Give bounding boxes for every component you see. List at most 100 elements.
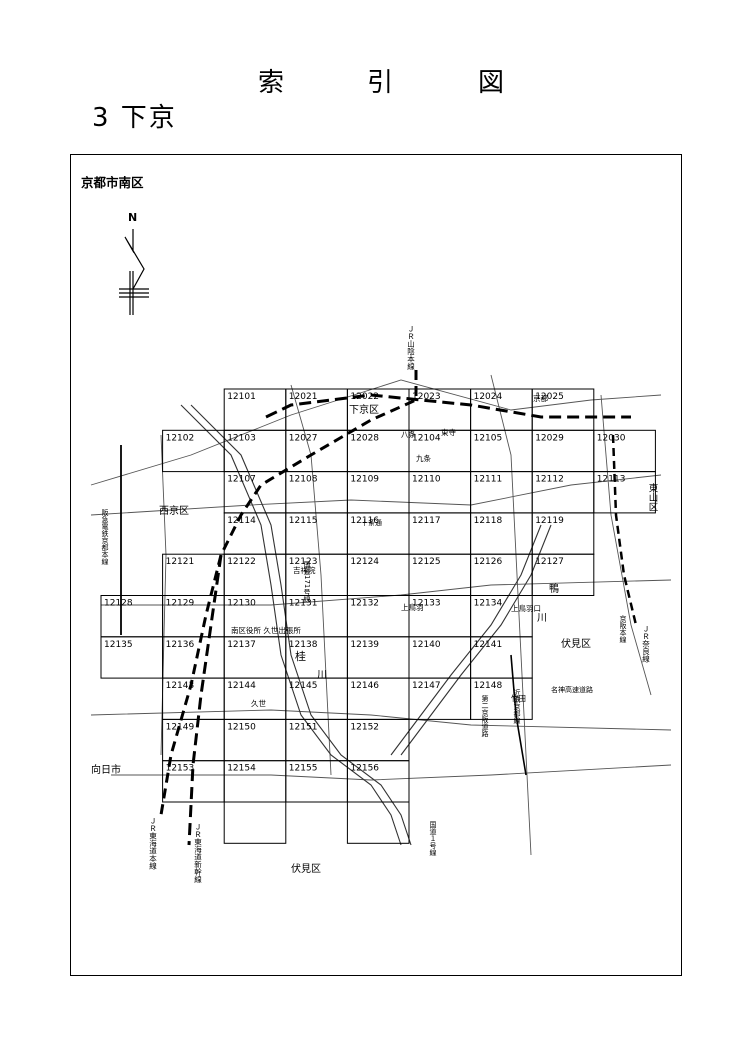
grid-tile-label: 12149	[166, 722, 195, 732]
grid-tile-label: 12107	[227, 475, 256, 485]
grid-tile-label: 12123	[289, 557, 318, 567]
grid-tile-label: 12126	[474, 557, 503, 567]
grid-tile-label: 12133	[412, 599, 441, 609]
grid-tile	[346, 801, 410, 844]
grid-tile-label: 12122	[227, 557, 256, 567]
grid-tile-label: 12150	[227, 722, 256, 732]
road-label-r1: 国道１号線	[429, 821, 437, 856]
grid-tile-label: 12132	[350, 599, 379, 609]
grid-tile-label: 12119	[535, 516, 564, 526]
grid-tile-label: 12023	[412, 392, 441, 402]
north-arrow-icon	[119, 229, 149, 315]
district-label-fushimi: 伏見区	[561, 637, 591, 650]
rail-label-nara: ＪＲ奈良線	[641, 625, 650, 663]
grid-tile-label: 12025	[535, 392, 564, 402]
district-label-shimogyo: 下京区	[349, 403, 379, 416]
place-label-katsura: 桂	[295, 649, 306, 663]
place-label-hachijo: 八条	[401, 429, 416, 439]
rail-label-sanin: ＪＲ山陰本線	[406, 325, 415, 370]
grid-tile-label: 12147	[412, 681, 441, 691]
grid-tile-label: 12144	[227, 681, 256, 691]
grid-tile-label: 12151	[289, 722, 318, 732]
place-label-ward-office: 南区役所 久世出張所	[231, 625, 301, 635]
place-label-kuze: 久世	[251, 698, 266, 708]
road-label-keihan-road: 第二京阪道路	[481, 694, 489, 738]
grid-tile-label: 12129	[166, 599, 195, 609]
grid-tile-label: 12140	[412, 640, 441, 650]
grid-tile	[593, 471, 656, 514]
grid-tile-label: 12028	[350, 433, 379, 443]
rail-label-tokaido: ＪＲ東海道本線	[148, 817, 157, 870]
region-label: 京都市南区	[81, 175, 144, 190]
place-label-kamitobaguchi: 上鳥羽口	[511, 603, 541, 613]
road-label-jujo: 十条通	[361, 518, 382, 527]
grid-tile-label: 12153	[166, 764, 195, 774]
grid-tile-label: 12112	[535, 475, 564, 485]
grid-tile-label: 12022	[350, 392, 379, 402]
grid-tile-label: 12121	[166, 557, 195, 567]
grid-tile-label: 12113	[597, 475, 626, 485]
grid-tile-label: 12103	[227, 433, 256, 443]
district-label-muko: 向日市	[91, 763, 121, 776]
place-label-kyoto: 京都	[533, 393, 548, 403]
district-label-nishikyo: 西京区	[159, 504, 189, 517]
grid-tile-label: 12021	[289, 392, 318, 402]
map-labels: 下京区 西京区 東山区 伏見区 向日市 伏見区 ＪＲ山陰本線 ＪＲ奈良線 ＪＲ東…	[91, 325, 658, 883]
grid-tile-label: 12141	[474, 640, 503, 650]
grid-tile-label: 12155	[289, 764, 318, 774]
grid-tile-label: 12030	[597, 433, 626, 443]
grid-tile-label: 12105	[474, 433, 503, 443]
grid-tile-label: 12134	[474, 599, 503, 609]
grid-tile-label: 12027	[289, 433, 318, 443]
grid-tile-label: 12146	[350, 681, 379, 691]
grid-tile-label: 12110	[412, 475, 441, 485]
grid-tile-label: 12125	[412, 557, 441, 567]
rail-label-shinkansen: ＪＲ東海道新幹線	[193, 823, 202, 883]
rail-label-keihan: 京阪本線	[619, 614, 627, 643]
grid-tile-label: 12111	[474, 475, 503, 485]
grid-tile-label: 12145	[289, 681, 318, 691]
title-char-1: 索	[258, 68, 285, 98]
grid-tile-label: 12124	[350, 557, 379, 567]
grid-tile-label: 12130	[227, 599, 256, 609]
road-label-171: 国道171号線	[303, 561, 311, 603]
grid-tile-label: 12115	[289, 516, 318, 526]
place-label-kamitoba: 上鳥羽	[401, 602, 424, 612]
place-label-river-2: 川	[537, 613, 547, 624]
grid-tile-label: 12127	[535, 557, 564, 567]
place-label-river-1: 川	[317, 670, 327, 681]
road-label-meishin: 名神高速道路	[551, 685, 593, 694]
grid-tile-label: 12135	[104, 640, 133, 650]
grid-tile-label: 12156	[350, 764, 379, 774]
place-label-kisshoin: 吉祥院	[293, 565, 316, 575]
place-label-nishikujo: 九条	[416, 453, 431, 463]
grid-tile-label: 12109	[350, 475, 379, 485]
rail-label-hankyu: 阪急電鉄京都本線	[101, 508, 109, 565]
grid-tile-label: 12108	[289, 475, 318, 485]
grid-tile	[531, 553, 595, 597]
map-rivers	[180, 404, 552, 846]
grid-tile-label: 12116	[350, 516, 379, 526]
grid-tile-label: 12128	[104, 599, 133, 609]
grid-tile-label: 12102	[166, 433, 195, 443]
rail-label-kintetsu: 近鉄京都線	[513, 688, 521, 724]
page-subtitle: 3 下京	[92, 103, 177, 133]
place-label-takeda: 竹田	[511, 693, 526, 703]
grid-tile-label: 12137	[227, 640, 256, 650]
grid-tile-label: 12029	[535, 433, 564, 443]
grid-tile-label: 12152	[350, 722, 379, 732]
district-label-higashiyama: 東山区	[647, 482, 659, 511]
grid-tile-label: 12148	[474, 681, 503, 691]
district-label-fushimi-2: 伏見区	[291, 862, 321, 875]
place-label-kamo: 鴨	[549, 582, 559, 595]
grid-tile-label: 12117	[412, 516, 441, 526]
grid-tile	[470, 677, 533, 720]
grid-tile-label: 12136	[166, 640, 195, 650]
title-char-3: 図	[478, 68, 505, 98]
grid-tile-label: 12101	[227, 392, 256, 402]
title-char-2: 引	[367, 68, 394, 98]
grid-tile-label: 12138	[289, 640, 318, 650]
north-label: N	[128, 211, 137, 224]
